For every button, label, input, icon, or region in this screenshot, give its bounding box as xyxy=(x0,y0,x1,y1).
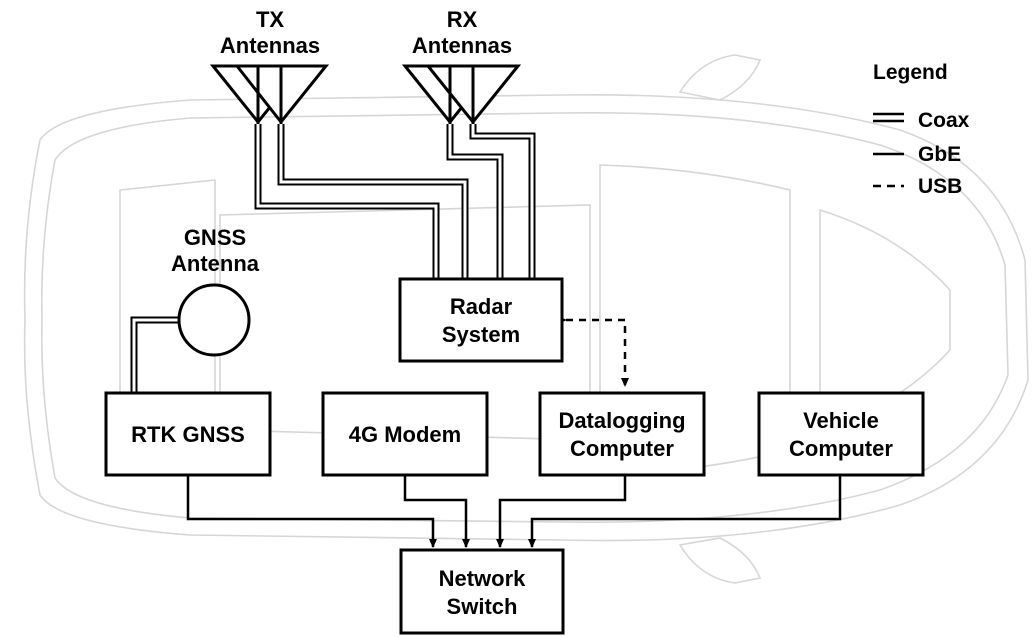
usb-link xyxy=(558,316,629,387)
rtk-gnss-label: RTK GNSS xyxy=(131,422,245,447)
legend: Legend Coax GbE USB xyxy=(873,61,970,198)
legend-title: Legend xyxy=(873,61,948,84)
datalogging-computer-label-line2: Computer xyxy=(570,436,674,461)
legend-usb-label: USB xyxy=(918,175,962,198)
gbe-links xyxy=(184,468,844,548)
datalogging-computer-box xyxy=(538,391,706,477)
coax-cables xyxy=(130,124,536,393)
gnss-antenna-icon xyxy=(177,283,251,357)
tx-antenna-icon xyxy=(209,64,330,126)
4g-modem-box xyxy=(321,391,489,477)
vehicle-computer-label-line1: Vehicle xyxy=(803,408,879,433)
rx-antennas-label-line1: RX xyxy=(447,7,478,32)
network-switch-label-line2: Switch xyxy=(447,594,518,619)
gnss-antenna-label-line2: Antenna xyxy=(171,251,260,276)
network-switch-box xyxy=(399,548,565,635)
rx-antennas-label-line2: Antennas xyxy=(412,33,512,58)
tx-antennas-label-line2: Antennas xyxy=(220,33,320,58)
gnss-antenna-label-line1: GNSS xyxy=(184,225,246,250)
vehicle-computer-label-line2: Computer xyxy=(789,436,893,461)
datalogging-computer-label-line1: Datalogging xyxy=(558,408,685,433)
legend-coax-label: Coax xyxy=(918,109,970,132)
radar-system-box xyxy=(398,277,564,363)
rtk-gnss-box xyxy=(104,391,272,477)
4g-modem-label: 4G Modem xyxy=(349,422,461,447)
radar-system-label-line2: System xyxy=(442,322,520,347)
radar-system-label-line1: Radar xyxy=(450,294,513,319)
vehicle-computer-box xyxy=(757,391,925,477)
legend-gbe-label: GbE xyxy=(918,143,961,166)
network-switch-label-line1: Network xyxy=(439,566,527,591)
tx-antennas-label-line1: TX xyxy=(256,7,284,32)
rx-antenna-icon xyxy=(401,64,522,126)
